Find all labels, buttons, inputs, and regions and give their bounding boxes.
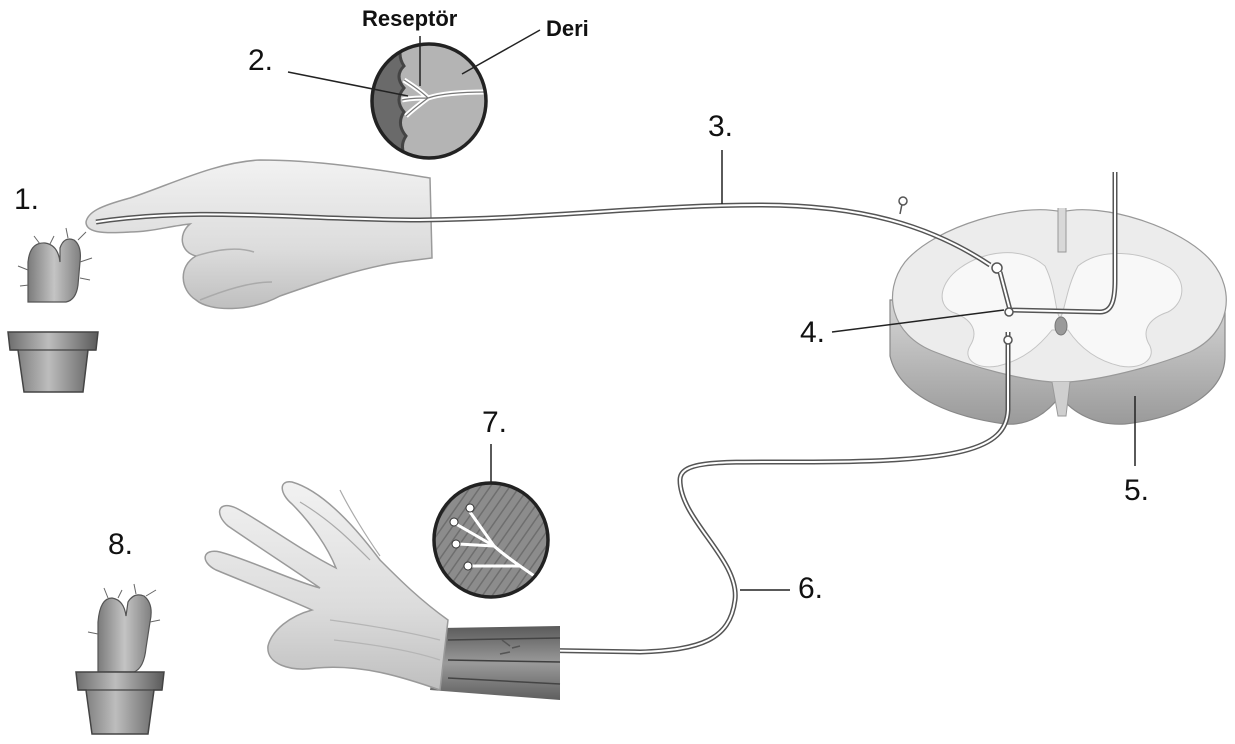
label-1: 1. bbox=[14, 185, 39, 215]
hand-top bbox=[86, 160, 432, 309]
label-receptor: Reseptör bbox=[362, 8, 457, 30]
cactus-bottom bbox=[88, 584, 160, 672]
label-4: 4. bbox=[800, 318, 825, 348]
label-8: 8. bbox=[108, 530, 133, 560]
inset-receptor-skin bbox=[370, 40, 490, 160]
pot-top bbox=[8, 332, 98, 392]
label-3: 3. bbox=[708, 112, 733, 142]
cactus-top bbox=[18, 228, 92, 302]
inset-muscle-ending bbox=[430, 480, 555, 605]
label-7: 7. bbox=[482, 408, 507, 438]
pot-bottom bbox=[76, 672, 164, 734]
label-6: 6. bbox=[798, 574, 823, 604]
label-5: 5. bbox=[1124, 476, 1149, 506]
leader-line-skin bbox=[462, 30, 540, 74]
label-skin: Deri bbox=[546, 18, 589, 40]
label-2: 2. bbox=[248, 46, 273, 76]
